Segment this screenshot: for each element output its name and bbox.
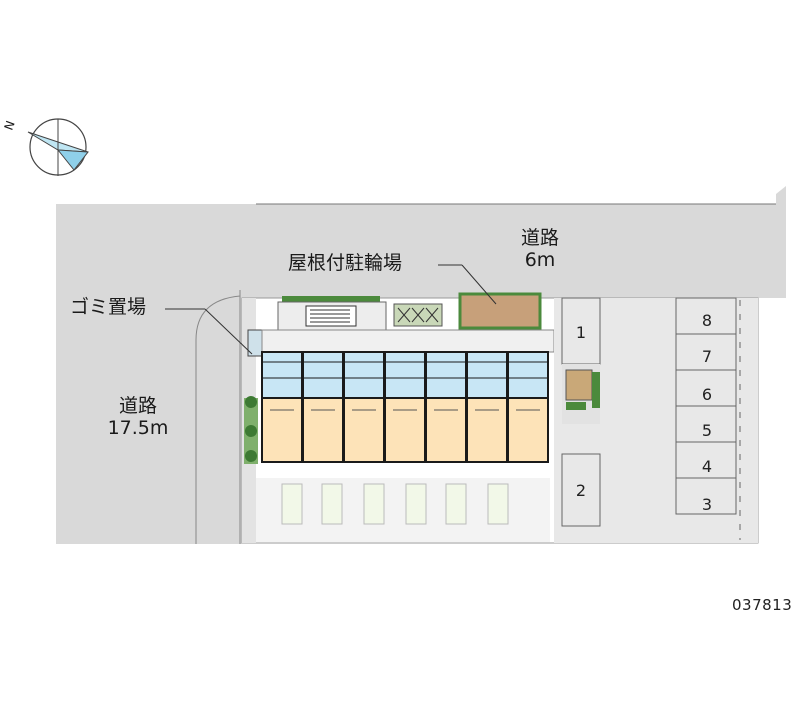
- parking-space-6: 6: [701, 385, 713, 404]
- apartment-units: [261, 351, 549, 463]
- garbage-area-label: ゴミ置場: [70, 296, 147, 318]
- property-code: 037813: [732, 596, 793, 614]
- parking-space-8: 8: [701, 311, 713, 330]
- road-north-label: 道路 6m: [500, 227, 580, 272]
- bicycle-parking-label: 屋根付駐輪場: [288, 252, 403, 274]
- parking-space-3: 3: [701, 495, 713, 514]
- parking-space-4: 4: [701, 457, 713, 476]
- road-west-label: 道路 17.5m: [78, 395, 198, 440]
- parking-space-7: 7: [701, 347, 713, 366]
- road-north-name: 道路: [520, 227, 559, 249]
- bicycle-parking-roof: [459, 293, 541, 329]
- parking-space-2: 2: [575, 481, 587, 500]
- parking-space-1: 1: [575, 323, 587, 342]
- compass-icon: [27, 118, 89, 176]
- road-west-name: 道路: [118, 395, 157, 417]
- road-north-width: 6m: [524, 248, 556, 271]
- road-west-width: 17.5m: [107, 416, 169, 439]
- parking-space-5: 5: [701, 421, 713, 440]
